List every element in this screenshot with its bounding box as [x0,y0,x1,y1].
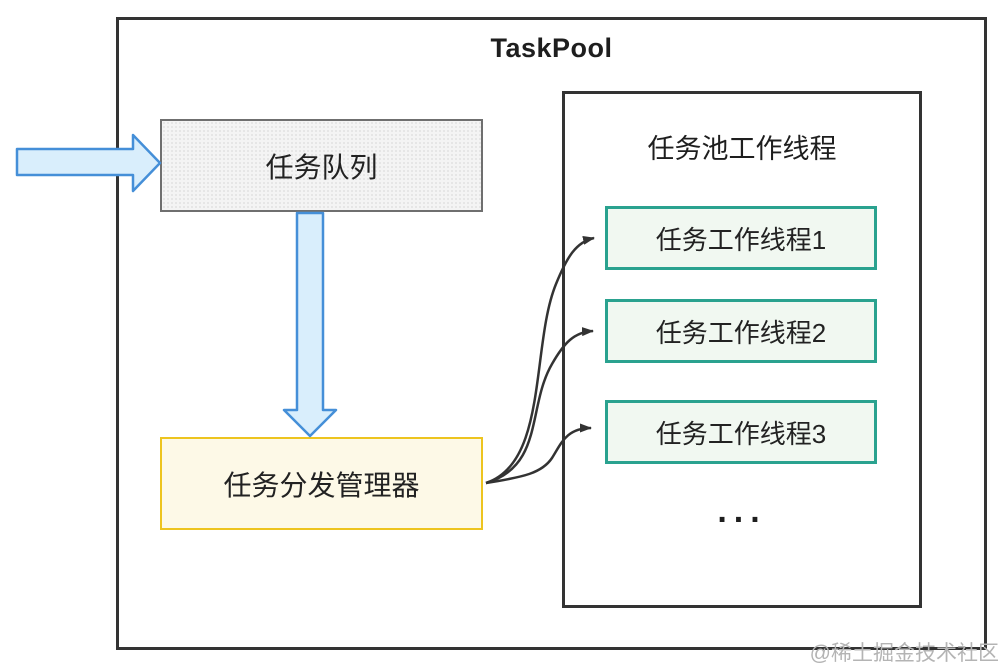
worker-thread-2-label: 任务工作线程2 [655,317,827,348]
diagram-title: TaskPool [490,33,613,63]
worker-thread-box-1: 任务工作线程1 [605,206,877,270]
worker-thread-box-3: 任务工作线程3 [605,400,877,464]
worker-thread-panel: 任务池工作线程 任务工作线程1 任务工作线程2 任务工作线程3 ... [562,91,922,608]
task-dispatcher-label: 任务分发管理器 [223,469,420,501]
more-threads-ellipsis: ... [717,492,767,530]
worker-thread-box-2: 任务工作线程2 [605,299,877,363]
worker-thread-1-label: 任务工作线程1 [655,224,827,255]
watermark: @稀土掘金技术社区 [809,642,999,665]
task-queue-label: 任务队列 [265,151,378,183]
worker-thread-3-label: 任务工作线程3 [655,418,827,449]
task-queue-box: 任务队列 [160,119,483,212]
worker-thread-panel-title: 任务池工作线程 [647,134,837,164]
task-dispatcher-box: 任务分发管理器 [160,437,483,530]
